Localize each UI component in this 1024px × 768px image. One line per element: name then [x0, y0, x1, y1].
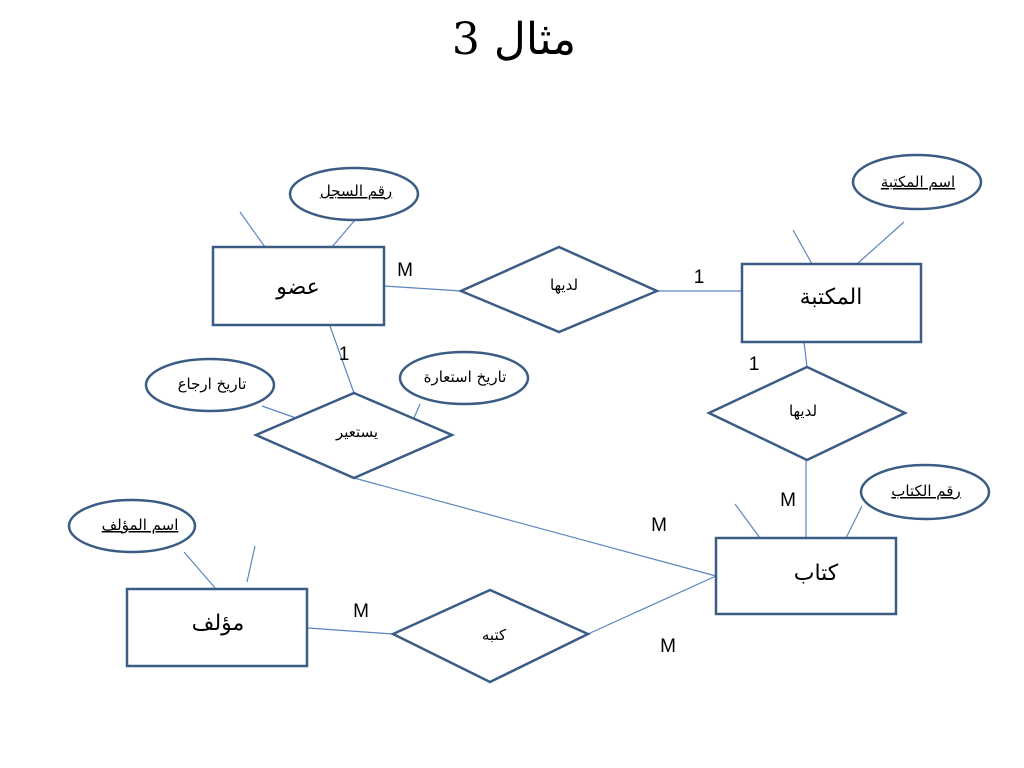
attribute-book-no-ellipse: [859, 463, 991, 521]
entity-book-label: كتاب: [794, 561, 839, 586]
relationship-borrows-diamond: [252, 391, 456, 480]
entity-author-label: مؤلف: [192, 611, 245, 636]
relationship-member-library-label: لديها: [550, 276, 578, 294]
line-author-name-to-author: [183, 551, 217, 590]
attribute-library-name-label: اسم المكتبة: [881, 173, 955, 191]
line-stub-book: [734, 503, 761, 539]
attribute-record-no: رقم السجل: [288, 166, 420, 222]
page-title: مثال 3: [452, 14, 576, 65]
line-member-to-borrows: [329, 325, 355, 394]
relationship-library-book: لديها: [706, 365, 908, 462]
attribute-borrow-date: تاريخ استعارة: [398, 350, 530, 406]
attribute-return-date-label: تاريخ ارجاع: [178, 375, 247, 393]
entity-book-box: [714, 536, 898, 616]
attribute-book-no-label: رقم الكتاب: [891, 482, 960, 500]
line-stub-author: [246, 545, 256, 583]
line-member-to-rel-library: [383, 285, 462, 292]
cardinality-member-library-member: M: [397, 260, 413, 281]
relationship-library-book-diamond: [706, 365, 908, 462]
line-borrows-to-book: [353, 477, 717, 577]
entity-member: عضو: [211, 245, 386, 327]
line-library-name-to-library: [856, 221, 905, 265]
cardinality-borrows-book: M: [651, 515, 667, 536]
line-author-to-writes: [307, 627, 394, 635]
line-writes-to-book: [587, 575, 717, 635]
attribute-book-no: رقم الكتاب: [859, 463, 991, 521]
relationship-library-book-label: لديها: [789, 402, 817, 420]
line-stub-library: [792, 229, 813, 265]
entity-author: مؤلف: [125, 587, 309, 668]
relationship-member-library-diamond: [457, 245, 661, 334]
connector-lines: [183, 211, 905, 635]
entity-book: كتاب: [714, 536, 898, 616]
attribute-record-no-ellipse: [288, 166, 420, 222]
relationship-borrows: يستعير: [252, 391, 456, 480]
cardinality-writes-author: M: [353, 601, 369, 622]
attribute-return-date-ellipse: [144, 357, 276, 413]
line-stub-member: [239, 211, 266, 248]
cardinality-library-book-library: 1: [749, 354, 760, 375]
entity-author-box: [125, 587, 309, 668]
attribute-borrow-date-label: تاريخ استعارة: [424, 368, 507, 386]
attribute-borrow-date-ellipse: [398, 350, 530, 406]
attribute-return-date: تاريخ ارجاع: [144, 357, 276, 413]
attribute-library-name-ellipse: [851, 153, 983, 211]
relationship-borrows-label: يستعير: [335, 423, 378, 441]
entity-member-box: [211, 245, 386, 327]
cardinality-writes-book: M: [660, 636, 676, 657]
relationship-writes-diamond: [390, 588, 591, 684]
entity-library-box: [740, 262, 923, 344]
attribute-library-name: اسم المكتبة: [851, 153, 983, 211]
line-borrow-date-to-borrows: [413, 403, 421, 419]
line-book-no-to-book: [845, 505, 863, 539]
attribute-author-name-ellipse: [67, 498, 197, 554]
relationship-writes-label: كتبه: [482, 626, 507, 644]
attribute-author-name-label: اسم المؤلف: [102, 516, 179, 534]
cardinality-borrows-member: 1: [339, 344, 350, 365]
attribute-author-name: اسم المؤلف: [67, 498, 197, 554]
cardinality-labels: M 1 1 M 1 M M M: [339, 260, 796, 657]
line-library-to-rel-book: [803, 341, 808, 368]
entity-member-label: عضو: [275, 275, 320, 300]
entity-library-label: المكتبة: [800, 285, 863, 310]
line-record-no-to-member: [331, 219, 356, 248]
attribute-record-no-label: رقم السجل: [320, 182, 392, 200]
cardinality-library-book-book: M: [780, 490, 796, 511]
relationship-writes: كتبه: [390, 588, 591, 684]
relationship-member-library: لديها: [457, 245, 661, 334]
entity-library: المكتبة: [740, 262, 923, 344]
cardinality-member-library-library: 1: [694, 267, 705, 288]
line-return-date-to-borrows: [261, 405, 297, 419]
